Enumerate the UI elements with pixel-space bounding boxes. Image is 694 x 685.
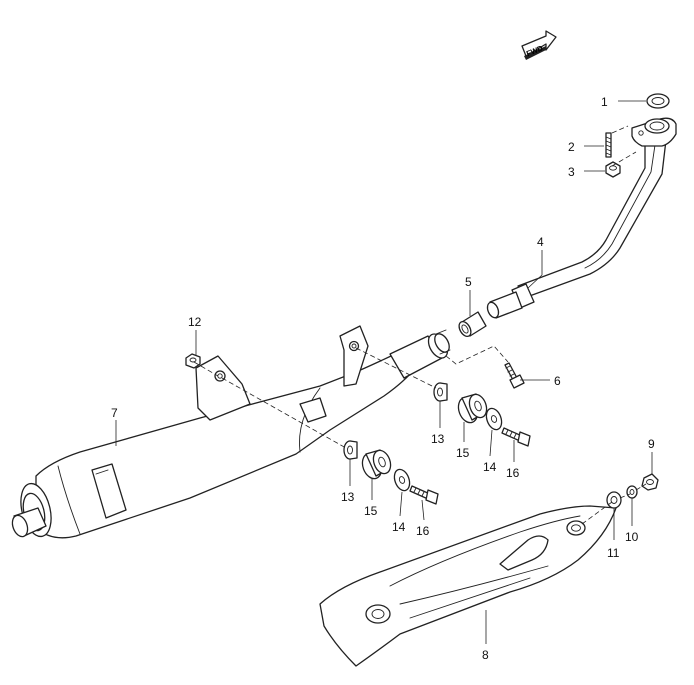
shield-collar [626, 485, 638, 499]
mount-hardware-upper [433, 382, 531, 447]
stud-bolt [605, 132, 612, 158]
washer-14-upper [485, 407, 503, 431]
callout-16-upper: 16 [506, 466, 520, 480]
collar-13-upper [433, 382, 448, 402]
callout-13-upper: 13 [431, 432, 445, 446]
callout-2: 2 [568, 140, 575, 154]
callout-labels: 1 2 3 4 5 6 7 8 9 10 11 12 13 13 14 14 1… [111, 95, 655, 662]
callout-15-upper: 15 [456, 446, 470, 460]
bolt-16-lower [409, 485, 439, 505]
bolt-16-upper [501, 427, 531, 447]
callout-15-lower: 15 [364, 504, 378, 518]
mount-hardware-lower [343, 440, 439, 505]
fwd-arrow-badge: FWD [521, 30, 557, 60]
pipe-sleeve [458, 311, 487, 338]
callout-14-lower: 14 [392, 520, 406, 534]
grommet-15-upper [457, 393, 488, 424]
callout-10: 10 [625, 530, 639, 544]
collar-13-lower [343, 440, 358, 460]
callout-9: 9 [648, 437, 655, 451]
washer-14-lower [393, 468, 411, 492]
callout-16-lower: 16 [416, 524, 430, 538]
callout-12: 12 [188, 315, 202, 329]
callout-8: 8 [482, 648, 489, 662]
exhaust-gasket [646, 93, 670, 109]
leader-lines [115, 100, 653, 644]
callout-14-upper: 14 [483, 460, 497, 474]
callout-1: 1 [601, 95, 608, 109]
assembly-guide-lines [193, 125, 647, 525]
callout-3: 3 [568, 165, 575, 179]
shield-grommet [606, 491, 622, 509]
callout-13-lower: 13 [341, 490, 355, 504]
bracket-nut [185, 353, 201, 369]
callout-5: 5 [465, 275, 472, 289]
grommet-15-lower [361, 449, 392, 480]
muffler [11, 325, 451, 539]
shield-screw [641, 473, 659, 491]
hex-nut [605, 161, 621, 178]
exhaust-pipe [486, 117, 677, 319]
callout-7: 7 [111, 406, 118, 420]
clamp-bolt [504, 362, 525, 389]
callout-11: 11 [607, 546, 620, 560]
callout-4: 4 [537, 235, 544, 249]
callout-6: 6 [554, 374, 561, 388]
heat-shield [319, 505, 617, 667]
